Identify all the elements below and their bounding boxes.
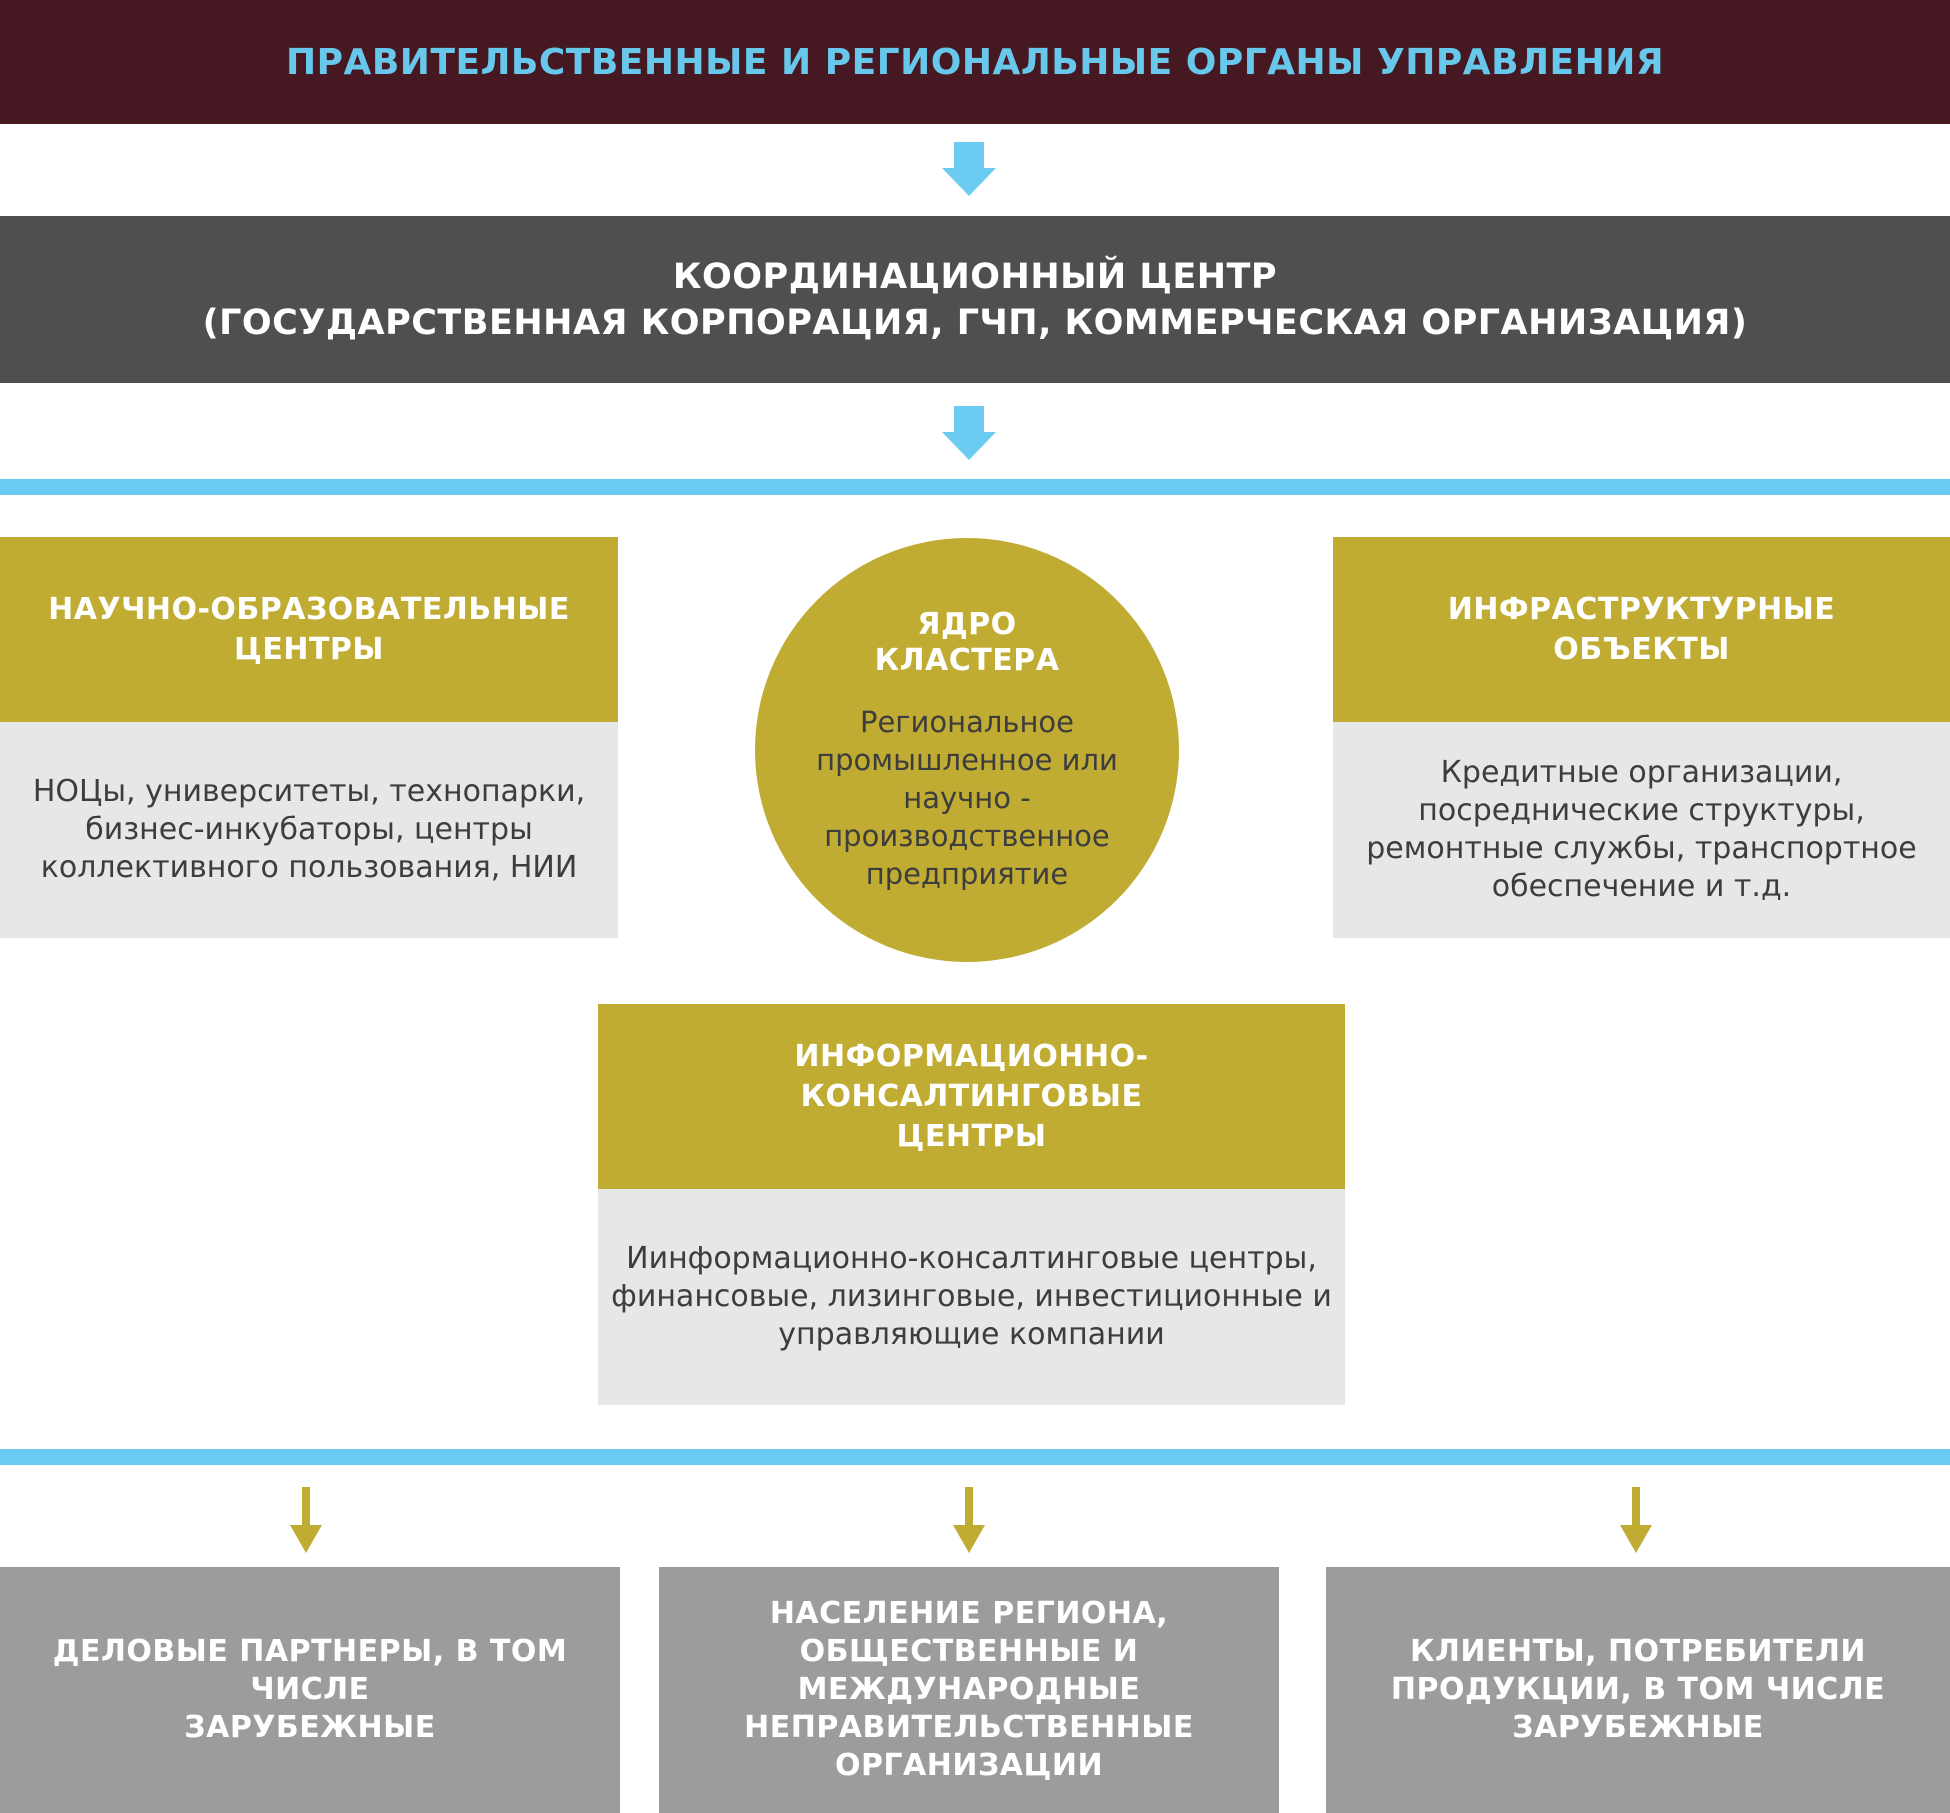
- infrastructure-header: ИНФРАСТРУКТУРНЫЕ ОБЪЕКТЫ: [1333, 537, 1950, 722]
- output-title-line: НАСЕЛЕНИЕ РЕГИОНА,: [769, 1596, 1169, 1631]
- consulting-description: Иинформационно-консалтинговые центры, фи…: [598, 1189, 1345, 1405]
- core-desc-line: производственное: [824, 819, 1110, 853]
- infra-desc-line: обеспечение и т.д.: [1491, 869, 1792, 904]
- cluster-core-title-line2: КЛАСТЕРА: [874, 643, 1060, 678]
- output-title-line: ПРОДУКЦИИ, В ТОМ ЧИСЛЕ: [1390, 1672, 1886, 1707]
- consulting-title-line2: ЦЕНТРЫ: [896, 1118, 1047, 1154]
- cluster-bottom-divider: [0, 1449, 1950, 1465]
- coordination-center-title: КООРДИНАЦИОННЫЙ ЦЕНТР: [672, 256, 1278, 297]
- cluster-core-circle: ЯДРО КЛАСТЕРА Региональное промышленное …: [755, 538, 1179, 962]
- cluster-top-divider: [0, 479, 1950, 495]
- science-education-description: НОЦы, университеты, технопарки, бизнес-и…: [0, 722, 618, 938]
- governing-bodies-bar: ПРАВИТЕЛЬСТВЕННЫЕ И РЕГИОНАЛЬНЫЕ ОРГАНЫ …: [0, 0, 1950, 124]
- core-desc-line: Региональное: [859, 705, 1075, 739]
- output-title-line: КЛИЕНТЫ, ПОТРЕБИТЕЛИ: [1409, 1634, 1867, 1669]
- coordination-center-bar: КООРДИНАЦИОННЫЙ ЦЕНТР (ГОСУДАРСТВЕННАЯ К…: [0, 216, 1950, 383]
- governing-bodies-title: ПРАВИТЕЛЬСТВЕННЫЕ И РЕГИОНАЛЬНЫЕ ОРГАНЫ …: [285, 41, 1665, 83]
- science-desc-line: бизнес-инкубаторы, центры: [85, 812, 533, 847]
- infrastructure-description: Кредитные организации, посреднические ст…: [1333, 722, 1950, 938]
- output-title-line: НЕПРАВИТЕЛЬСТВЕННЫЕ: [744, 1710, 1194, 1745]
- coordination-center-subtitle: (ГОСУДАРСТВЕННАЯ КОРПОРАЦИЯ, ГЧП, КОММЕР…: [202, 302, 1748, 343]
- output-title-line: ОРГАНИЗАЦИИ: [834, 1748, 1104, 1783]
- arrow-down-icon: [1620, 1487, 1652, 1553]
- arrow-down-icon: [942, 142, 996, 196]
- core-desc-line: научно -: [903, 781, 1031, 815]
- infra-desc-line: Кредитные организации,: [1440, 755, 1843, 790]
- consult-desc-line: Иинформационно-консалтинговые центры,: [626, 1241, 1317, 1276]
- core-desc-line: промышленное или: [816, 743, 1118, 777]
- arrow-down-icon: [942, 406, 996, 460]
- infra-desc-line: ремонтные службы, транспортное: [1366, 831, 1917, 866]
- consulting-header: ИНФОРМАЦИОННО-КОНСАЛТИНГОВЫЕ ЦЕНТРЫ: [598, 1004, 1345, 1189]
- arrow-down-icon: [290, 1487, 322, 1553]
- output-title-line: ЗАРУБЕЖНЫЕ: [184, 1710, 436, 1745]
- output-business-partners: ДЕЛОВЫЕ ПАРТНЕРЫ, В ТОМ ЧИСЛЕ ЗАРУБЕЖНЫЕ: [0, 1567, 620, 1813]
- output-title-line: ОБЩЕСТВЕННЫЕ И МЕЖДУНАРОДНЫЕ: [797, 1634, 1141, 1707]
- consult-desc-line: управляющие компании: [778, 1317, 1165, 1352]
- science-education-title-line1: НАУЧНО-ОБРАЗОВАТЕЛЬНЫЕ: [48, 591, 570, 627]
- cluster-core-title-line1: ЯДРО: [917, 607, 1017, 642]
- output-clients-consumers: КЛИЕНТЫ, ПОТРЕБИТЕЛИ ПРОДУКЦИИ, В ТОМ ЧИ…: [1326, 1567, 1950, 1813]
- infra-desc-line: посреднические структуры,: [1418, 793, 1865, 828]
- consult-desc-line: финансовые, лизинговые, инвестиционные и: [611, 1279, 1332, 1314]
- arrow-down-icon: [953, 1487, 985, 1553]
- output-title-line: ДЕЛОВЫЕ ПАРТНЕРЫ, В ТОМ ЧИСЛЕ: [52, 1634, 568, 1707]
- consulting-title-line1: ИНФОРМАЦИОННО-КОНСАЛТИНГОВЫЕ: [794, 1038, 1149, 1114]
- science-desc-line: коллективного пользования, НИИ: [40, 850, 578, 885]
- infrastructure-title: ИНФРАСТРУКТУРНЫЕ ОБЪЕКТЫ: [1447, 591, 1836, 667]
- science-education-title-line2: ЦЕНТРЫ: [234, 631, 384, 667]
- output-region-population: НАСЕЛЕНИЕ РЕГИОНА, ОБЩЕСТВЕННЫЕ И МЕЖДУН…: [659, 1567, 1279, 1813]
- science-desc-line: НОЦы, университеты, технопарки,: [32, 774, 586, 809]
- science-education-header: НАУЧНО-ОБРАЗОВАТЕЛЬНЫЕ ЦЕНТРЫ: [0, 537, 618, 722]
- output-title-line: ЗАРУБЕЖНЫЕ: [1512, 1710, 1764, 1745]
- core-desc-line: предприятие: [865, 857, 1069, 891]
